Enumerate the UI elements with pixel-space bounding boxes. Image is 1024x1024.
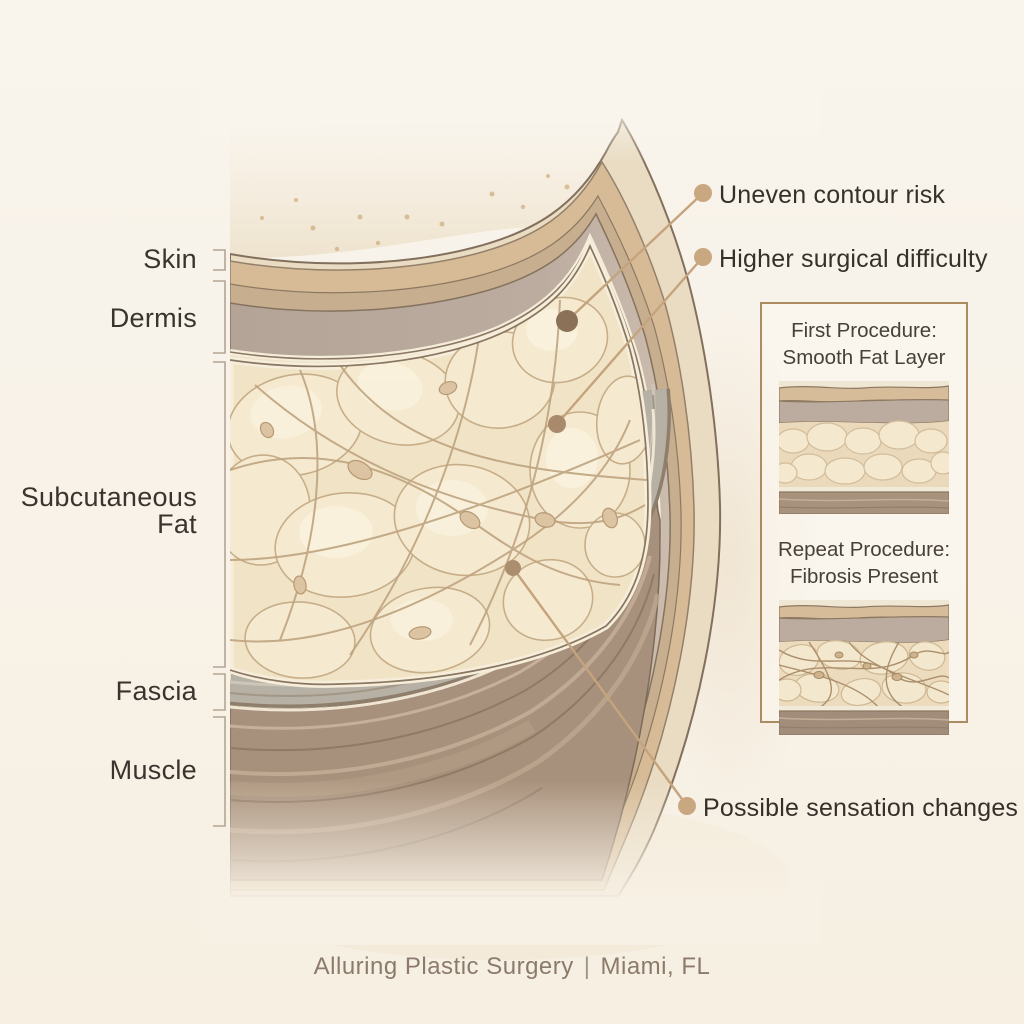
fat-capsule-outline	[230, 243, 649, 686]
first-procedure-title-line2: Smooth Fat Layer	[782, 346, 946, 369]
muscle-bracket	[213, 716, 226, 827]
clinic-location: Miami, FL	[600, 953, 711, 980]
subcutaneous-fat-bracket	[213, 361, 226, 668]
septa-nodes	[259, 380, 619, 640]
first-procedure-title-line1: First Procedure:	[791, 319, 937, 342]
fat-lobules-group	[230, 296, 648, 679]
footer-clinic-credit: Alluring Plastic Surgery | Miami, FL	[0, 953, 1024, 981]
tissue-dot-difficulty	[548, 415, 566, 433]
footer-separator: |	[583, 953, 591, 980]
bottom-fade	[200, 780, 820, 945]
annotation-dot-contour	[694, 184, 712, 202]
annotation-uneven-contour-risk: Uneven contour risk	[719, 181, 946, 209]
annotation-possible-sensation-changes: Possible sensation changes	[703, 794, 1019, 822]
fibrosis-present-mini-diagram	[779, 600, 949, 735]
skin-freckles	[260, 174, 570, 252]
layer-label-subcutaneous-fat: Subcutaneous Fat	[20, 482, 197, 539]
annotation-higher-surgical-difficulty: Higher surgical difficulty	[719, 245, 988, 273]
label-brackets	[213, 249, 226, 827]
annotation-dot-difficulty	[694, 248, 712, 266]
annotation-dot-sensation	[678, 797, 696, 815]
layer-label-skin: Skin	[143, 244, 197, 274]
repeat-procedure-title: Repeat Procedure: Fibrosis Present	[762, 536, 966, 590]
repeat-procedure-title-line1: Repeat Procedure:	[777, 538, 951, 561]
smooth-fat-layer-mini-diagram	[779, 381, 949, 514]
skin-bracket	[213, 249, 226, 271]
tissue-dot-contour	[556, 310, 578, 332]
fascia-bracket	[213, 673, 226, 711]
repeat-procedure-title-line2: Fibrosis Present	[789, 565, 939, 588]
procedure-comparison-panel: First Procedure: Smooth Fat Layer Repeat…	[760, 302, 968, 735]
top-fade	[200, 92, 820, 164]
annotation-leaders	[505, 184, 712, 815]
layer-label-dermis: Dermis	[109, 303, 197, 333]
clinic-name: Alluring Plastic Surgery	[313, 953, 574, 980]
tissue-dot-sensation	[505, 560, 521, 576]
dermis-bracket	[213, 280, 226, 354]
first-procedure-title: First Procedure: Smooth Fat Layer	[762, 317, 966, 371]
layer-label-muscle: Muscle	[109, 755, 197, 785]
fibrous-septa	[230, 299, 648, 656]
layer-label-fascia: Fascia	[115, 676, 197, 706]
fibrosis-bands	[779, 641, 949, 709]
